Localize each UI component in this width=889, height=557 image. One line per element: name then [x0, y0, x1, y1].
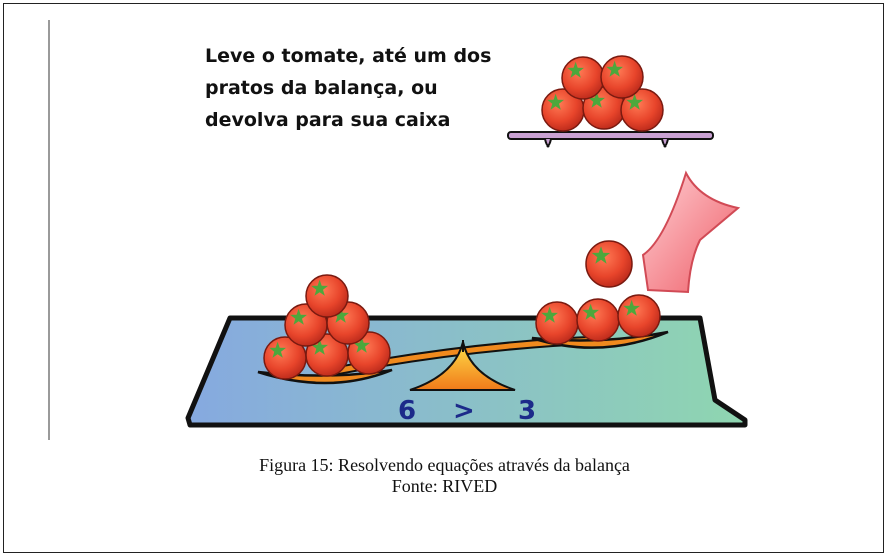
instruction-text: Leve o tomate, até um dos pratos da bala…: [205, 40, 535, 136]
right-pan: [531, 330, 669, 349]
drop-arrow-icon: [641, 170, 741, 294]
right-pan-tomato: [535, 301, 579, 345]
shelf-tomato[interactable]: [561, 56, 605, 100]
left-pan-tomato: [305, 274, 349, 318]
figure-frame: [3, 3, 884, 553]
right-pan-tomato: [617, 294, 661, 338]
shelf-tomato[interactable]: [620, 88, 664, 132]
figure-caption: Figura 15: Resolvendo equações através d…: [259, 455, 630, 475]
held-tomato[interactable]: [585, 240, 633, 288]
instruction-line-1: Leve o tomate, até um dos: [205, 45, 492, 67]
instruction-line-3: devolva para sua caixa: [205, 109, 451, 131]
left-count: 6: [398, 396, 416, 426]
shelf-tomato[interactable]: [600, 55, 644, 99]
tomato-shelf: [507, 131, 714, 148]
balance-fulcrum: [409, 341, 516, 391]
page-margin-rule: [48, 20, 50, 440]
comparison-operator: >: [453, 396, 475, 426]
left-pan-tomato: [305, 333, 349, 377]
right-count: 3: [518, 396, 536, 426]
right-pan-tomato: [576, 298, 620, 342]
figure-source: Fonte: RIVED: [391, 476, 498, 496]
instruction-line-2: pratos da balança, ou: [205, 77, 438, 99]
left-pan-tomato: [347, 331, 391, 375]
